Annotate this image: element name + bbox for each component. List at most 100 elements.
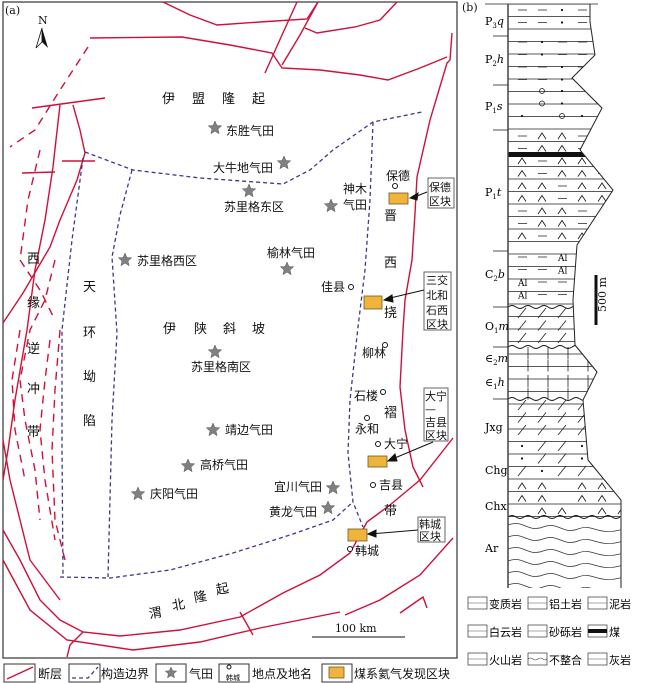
north-arrow-icon: N [35,14,48,49]
gas-field-markers [117,120,341,515]
legend-item: 白云岩 [467,624,522,639]
svg-text:神木: 神木 [343,182,367,196]
svg-text:苏里格南区: 苏里格南区 [191,359,251,374]
svg-text:大宁: 大宁 [384,436,408,451]
svg-text:石西: 石西 [426,304,448,317]
svg-text:断层: 断层 [38,666,62,681]
coal-seam [508,152,593,157]
svg-text:东胜气田: 东胜气田 [226,123,274,138]
svg-text:西: 西 [27,252,40,267]
faults [2,1,454,658]
svg-text:坳: 坳 [83,370,96,385]
svg-text:构造边界: 构造边界 [101,666,149,681]
svg-text:Al: Al [557,254,567,264]
svg-text:Al: Al [577,292,587,302]
star-icon [164,666,178,679]
svg-text:伊: 伊 [162,92,175,107]
star-icon [241,183,257,198]
formation-3 [517,132,621,240]
svg-text:环: 环 [83,326,96,341]
legend-item: 灰岩 [587,652,631,667]
svg-text:带: 带 [27,425,40,440]
svg-text:地点及地名: 地点及地名 [252,666,312,681]
svg-text:盟: 盟 [192,92,205,107]
svg-text:气田: 气田 [343,197,367,212]
svg-text:永和: 永和 [355,422,379,436]
formation-label: P2h [485,53,504,68]
formation-10 [517,482,621,515]
svg-text:褶: 褶 [384,406,397,421]
lithology-legend: 变质岩铝土岩泥岩白云岩砂砾岩煤火山岩不整合灰岩 [467,596,631,667]
svg-text:起: 起 [252,92,265,107]
star-icon [276,155,292,170]
svg-text:北: 北 [171,597,186,614]
svg-text:500 m: 500 m [596,277,609,312]
formation-label: Chg [485,464,508,477]
svg-text:伊: 伊 [163,322,176,337]
svg-text:佳县: 佳县 [321,280,345,294]
star-icon [207,120,223,135]
svg-text:隆: 隆 [222,92,235,107]
svg-text:100 km: 100 km [335,622,377,635]
scale-bar: 100 km [312,622,405,638]
svg-text:保德: 保德 [429,180,451,194]
map-legend: 断层 构造边界 气田 韩城 地点及地名 煤系氦气发现区块 [3,663,450,683]
svg-text:煤: 煤 [609,626,620,639]
svg-text:区块: 区块 [419,530,441,543]
star-icon [205,422,221,437]
formation-label: Chx [485,500,508,513]
svg-text:隆: 隆 [193,589,208,606]
star-icon [325,480,341,495]
svg-text:Al: Al [617,267,627,277]
helium-blocks: 保德 区块 三交 北和 石西 区块 大宁 — 吉县 区块 韩城 区块 [347,177,455,543]
svg-text:斜: 斜 [223,322,236,337]
map-frame [2,1,458,659]
star-icon [117,252,133,267]
svg-text:苏里格东区: 苏里格东区 [224,199,284,214]
map-panel: (a) N [2,1,458,683]
svg-text:柳林: 柳林 [362,346,386,360]
formation-label: C2b [485,268,505,283]
svg-text:西: 西 [384,256,397,271]
star-icon [320,500,336,515]
svg-text:坡: 坡 [252,322,265,337]
svg-text:铝土岩: 铝土岩 [549,597,582,611]
svg-text:带: 带 [384,504,397,519]
svg-text:北和: 北和 [426,289,448,302]
svg-text:缘: 缘 [27,296,40,311]
star-icon [130,486,146,501]
formation-5 [517,307,621,344]
svg-text:黄龙气田: 黄龙气田 [269,504,317,519]
svg-text:泥岩: 泥岩 [609,597,631,611]
legend-item: 煤 [587,624,620,639]
svg-text:庆阳气田: 庆阳气田 [150,486,198,501]
structural-boundaries [59,111,423,579]
svg-text:Al: Al [517,292,527,302]
legend-item: 变质岩 [467,596,522,611]
svg-text:区块: 区块 [425,429,447,442]
unconformity [508,397,621,401]
svg-text:变质岩: 变质岩 [489,597,522,611]
star-icon [180,458,196,473]
formation-label: P3q [485,15,504,30]
svg-text:石楼: 石楼 [354,388,378,403]
svg-text:—: — [425,403,436,416]
legend-item: 铝土岩 [527,596,582,611]
svg-text:冲: 冲 [27,382,40,397]
star-icon [323,198,339,213]
svg-text:白云岩: 白云岩 [489,625,522,639]
svg-text:吉县: 吉县 [425,416,447,429]
legend-item: 不整合 [527,652,582,667]
svg-text:榆林气田: 榆林气田 [267,245,315,260]
svg-text:区块: 区块 [426,318,448,331]
region-labels: 伊 盟 隆 起 西 缘 逆 冲 带 天 环 坳 陷 伊 陕 斜 坡 晋 西 挠 … [27,92,397,622]
formation-1 [518,40,621,81]
place-markers: 保德 佳县 柳林 石楼 永和 大宁 吉县 韩城 [321,168,410,558]
panel-b-label: (b) [462,1,478,14]
svg-text:大牛地气田: 大牛地气田 [213,160,273,175]
formation-2 [520,88,621,119]
formation-label: Jxg [484,421,503,434]
formation-label: Ar [484,542,499,555]
